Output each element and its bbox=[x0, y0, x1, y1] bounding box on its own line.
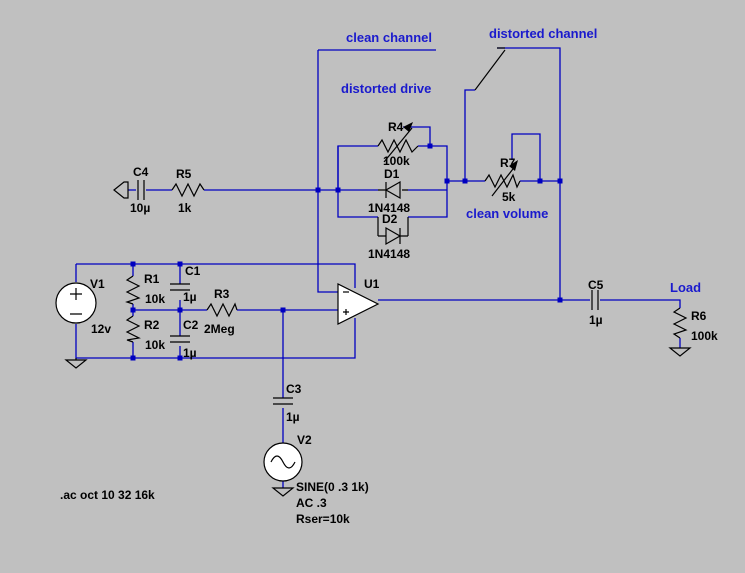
capacitor-c2: C2 1µ bbox=[170, 318, 199, 360]
opamp-u1: U1 bbox=[337, 277, 380, 325]
capacitor-c3: C3 1µ bbox=[273, 382, 302, 424]
c2-ref: C2 bbox=[183, 318, 199, 332]
d1-ref: D1 bbox=[384, 167, 400, 181]
ground-v1-icon bbox=[64, 358, 88, 369]
r4-ref: R4 bbox=[388, 120, 404, 134]
channel-switch bbox=[474, 47, 506, 91]
label-distorted-drive: distorted drive bbox=[341, 81, 431, 96]
diode-d2: D2 1N4148 bbox=[368, 212, 410, 261]
junction-dots bbox=[130, 143, 563, 361]
r5-value: 1k bbox=[178, 201, 192, 215]
label-clean-channel: clean channel bbox=[346, 30, 432, 45]
d1-value: 1N4148 bbox=[368, 201, 410, 215]
c3-ref: C3 bbox=[286, 382, 302, 396]
r7-value: 5k bbox=[502, 190, 516, 204]
potentiometer-r7: R7 5k bbox=[484, 156, 521, 204]
wires bbox=[75, 47, 681, 488]
resistor-r1: R1 10k bbox=[125, 272, 165, 306]
c4-value: 10µ bbox=[130, 201, 150, 215]
r2-value: 10k bbox=[145, 338, 165, 352]
sine-source-v2: V2 SINE(0 .3 1k) AC .3 Rser=10k bbox=[263, 433, 369, 526]
label-clean-volume: clean volume bbox=[466, 206, 548, 221]
c1-ref: C1 bbox=[185, 264, 201, 278]
resistor-r6: R6 100k bbox=[672, 307, 718, 343]
r2-ref: R2 bbox=[144, 318, 160, 332]
label-distorted-channel: distorted channel bbox=[489, 26, 597, 41]
resistor-r5: R5 1k bbox=[171, 167, 205, 215]
r4-value: 100k bbox=[383, 154, 410, 168]
c3-value: 1µ bbox=[286, 410, 300, 424]
u1-ref: U1 bbox=[364, 277, 380, 291]
r3-ref: R3 bbox=[214, 287, 230, 301]
r1-value: 10k bbox=[145, 292, 165, 306]
resistor-r2: R2 10k bbox=[125, 315, 165, 352]
r1-ref: R1 bbox=[144, 272, 160, 286]
v2-line3: Rser=10k bbox=[296, 512, 350, 526]
r6-value: 100k bbox=[691, 329, 718, 343]
label-load: Load bbox=[670, 280, 701, 295]
spice-directive: .ac oct 10 32 16k bbox=[60, 488, 155, 502]
c4-ref: C4 bbox=[133, 165, 149, 179]
r6-ref: R6 bbox=[691, 309, 707, 323]
d2-ref: D2 bbox=[382, 212, 398, 226]
v2-ref: V2 bbox=[297, 433, 312, 447]
r3-value: 2Meg bbox=[204, 322, 235, 336]
v1-value: 12v bbox=[91, 322, 111, 336]
resistor-r3: R3 2Meg bbox=[204, 287, 238, 336]
d2-value: 1N4148 bbox=[368, 247, 410, 261]
ground-v2-icon bbox=[271, 487, 295, 497]
diode-d1: D1 1N4148 bbox=[368, 167, 410, 215]
capacitor-c4: C4 10µ bbox=[130, 165, 150, 215]
c5-ref: C5 bbox=[588, 278, 604, 292]
r7-ref: R7 bbox=[500, 156, 516, 170]
c1-value: 1µ bbox=[183, 290, 197, 304]
ground-load-icon bbox=[668, 347, 692, 357]
voltage-source-v1: V1 12v bbox=[55, 277, 111, 336]
c2-value: 1µ bbox=[183, 346, 197, 360]
v1-ref: V1 bbox=[90, 277, 105, 291]
c5-value: 1µ bbox=[589, 313, 603, 327]
r5-ref: R5 bbox=[176, 167, 192, 181]
capacitor-c1: C1 1µ bbox=[170, 264, 201, 304]
v2-line1: SINE(0 .3 1k) bbox=[296, 480, 369, 494]
v2-line2: AC .3 bbox=[296, 496, 327, 510]
potentiometer-r4: R4 100k bbox=[377, 120, 419, 168]
capacitor-c5: C5 1µ bbox=[588, 278, 604, 327]
input-port-icon bbox=[113, 181, 129, 199]
